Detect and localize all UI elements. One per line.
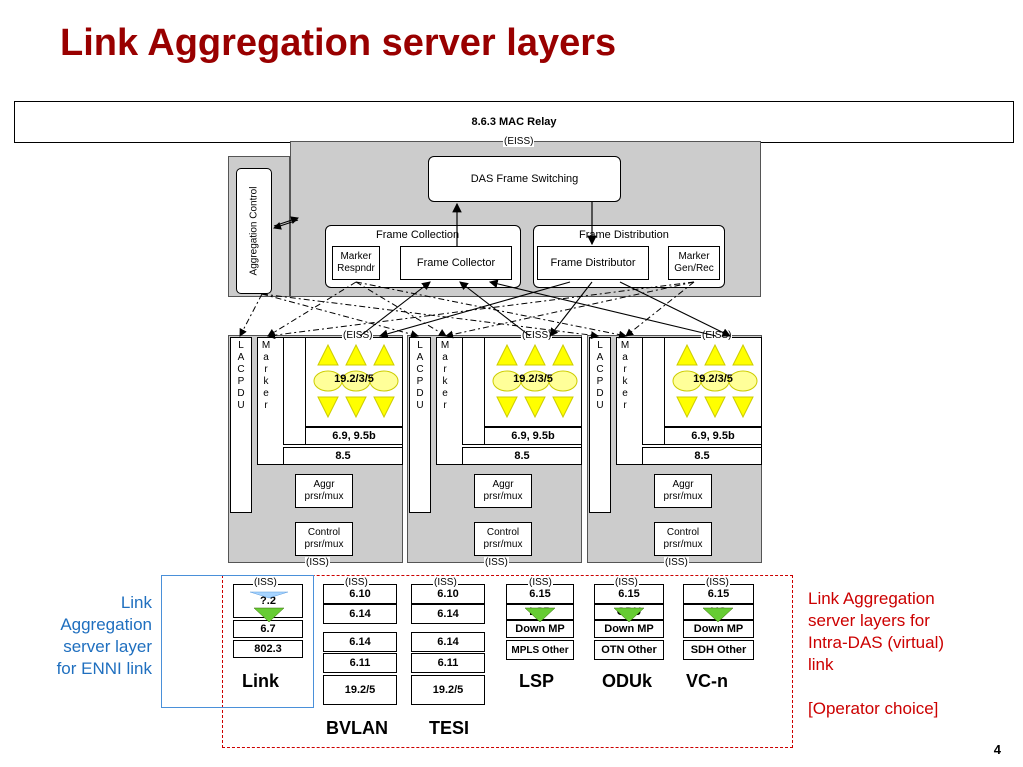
link-stack-bot: 802.3 bbox=[233, 640, 303, 658]
control-prsr-mux: Control prsr/mux bbox=[474, 522, 532, 556]
iss-port-tag: (ISS) bbox=[664, 557, 689, 568]
frame-collection-label: Frame Collection bbox=[376, 229, 460, 241]
das-frame-switching-box: DAS Frame Switching bbox=[428, 156, 621, 202]
yellow-triangle-markers bbox=[492, 343, 578, 419]
tesi-r2: 6.14 bbox=[411, 604, 485, 624]
intra-das-note: Link Aggregation server layers for Intra… bbox=[808, 589, 945, 718]
iss-tag-vcn: (ISS) bbox=[705, 577, 730, 588]
eiss-port-tag: (EISS) bbox=[521, 330, 553, 341]
bvlan-r4: 6.11 bbox=[323, 653, 397, 673]
marker-respndr-box: Marker Respndr bbox=[332, 246, 380, 280]
iss-tag-link: (ISS) bbox=[253, 577, 278, 588]
enni-note: Link Aggregation server layer for ENNI l… bbox=[56, 593, 152, 678]
lsp-label: LSP bbox=[519, 671, 555, 691]
bvlan-r2: 6.14 bbox=[323, 604, 397, 624]
bvlan-r3: 6.14 bbox=[323, 632, 397, 652]
agg-control-link-arrow bbox=[273, 216, 299, 227]
lacpdu-box bbox=[409, 337, 431, 513]
oduk-label: ODUk bbox=[602, 671, 653, 691]
enni-link-region bbox=[161, 575, 314, 708]
eiss-solid-lines bbox=[359, 279, 731, 339]
oduk-r4: OTN Other bbox=[594, 640, 664, 660]
clause-19-label: 19.2/3/5 bbox=[334, 373, 374, 385]
vcn-r4: SDH Other bbox=[683, 640, 754, 660]
clause-69-label: 6.9, 9.5b bbox=[484, 427, 582, 445]
bvlan-label: BVLAN bbox=[326, 718, 388, 738]
iss-tag-tesi: (ISS) bbox=[433, 577, 458, 588]
mac-relay-label: 8.6.3 MAC Relay bbox=[471, 116, 557, 128]
frame-collector-box: Frame Collector bbox=[400, 246, 512, 280]
clause-85-label: 8.5 bbox=[462, 447, 582, 465]
tesi-label: TESI bbox=[429, 718, 470, 738]
aggr-prsr-mux: Aggr prsr/mux bbox=[474, 474, 532, 508]
clause-85-label: 8.5 bbox=[642, 447, 762, 465]
tesi-r4: 6.11 bbox=[411, 653, 485, 673]
bvlan-r5: 19.2/5 bbox=[323, 675, 397, 705]
marker-gen-rec-box: Marker Gen/Rec bbox=[668, 246, 720, 280]
iss-tag-bvlan: (ISS) bbox=[344, 577, 369, 588]
oduk-r1: 6.15 bbox=[594, 584, 664, 604]
green-triangles bbox=[253, 607, 734, 623]
page-number: 4 bbox=[993, 742, 1001, 757]
iss-port-tag: (ISS) bbox=[484, 557, 509, 568]
lacpdu-box bbox=[230, 337, 252, 513]
link-label: Link bbox=[242, 671, 280, 691]
dashdot-lines bbox=[239, 281, 695, 340]
iss-port-tag: (ISS) bbox=[305, 557, 330, 568]
bvlan-r1: 6.10 bbox=[323, 584, 397, 604]
page-title: Link Aggregation server layers bbox=[60, 22, 617, 64]
clause-19-label: 19.2/3/5 bbox=[513, 373, 553, 385]
vcn-r3: Down MP bbox=[683, 620, 754, 638]
vcn-label: VC-n bbox=[686, 671, 728, 691]
aggr-prsr-mux: Aggr prsr/mux bbox=[295, 474, 353, 508]
iss-tag-oduk: (ISS) bbox=[614, 577, 639, 588]
eiss-port-tag: (EISS) bbox=[342, 330, 374, 341]
control-prsr-mux: Control prsr/mux bbox=[654, 522, 712, 556]
aggr-prsr-mux: Aggr prsr/mux bbox=[654, 474, 712, 508]
yellow-triangle-markers bbox=[313, 343, 399, 419]
intra-das-region bbox=[222, 575, 793, 748]
clause-69-label: 6.9, 9.5b bbox=[305, 427, 403, 445]
iss-tag-lsp: (ISS) bbox=[528, 577, 553, 588]
frame-distribution-label: Frame Distribution bbox=[579, 229, 669, 241]
lsp-r4: MPLS Other bbox=[506, 640, 574, 660]
eiss-top-tag: (EISS) bbox=[503, 136, 535, 147]
clause-69-label: 6.9, 9.5b bbox=[664, 427, 762, 445]
control-prsr-mux: Control prsr/mux bbox=[295, 522, 353, 556]
lacpdu-box bbox=[589, 337, 611, 513]
aggregation-control-box bbox=[236, 168, 272, 294]
tesi-r3: 6.14 bbox=[411, 632, 485, 652]
frame-distributor-box: Frame Distributor bbox=[537, 246, 649, 280]
yellow-triangle-markers bbox=[672, 343, 758, 419]
clause-19-label: 19.2/3/5 bbox=[693, 373, 733, 385]
eiss-port-tag: (EISS) bbox=[701, 330, 733, 341]
clause-85-label: 8.5 bbox=[283, 447, 403, 465]
tesi-r5: 19.2/5 bbox=[411, 675, 485, 705]
